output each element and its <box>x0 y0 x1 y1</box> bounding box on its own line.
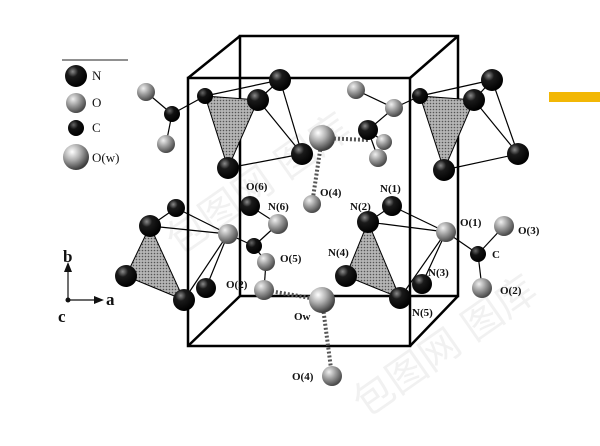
legend-label-o: O <box>92 95 101 110</box>
n-atom <box>382 196 402 216</box>
water-oxygen-atom <box>309 125 335 151</box>
n-atom <box>291 143 313 165</box>
label-ow: Ow <box>294 311 311 323</box>
c-atom <box>412 88 428 104</box>
label-o2-left: O(2) <box>226 279 248 291</box>
legend: N O C O(w) <box>62 59 128 170</box>
o-atom <box>157 135 175 153</box>
o-atom <box>254 280 274 300</box>
n-atom <box>196 278 216 298</box>
c-atom <box>197 88 213 104</box>
n-atom <box>481 69 503 91</box>
c-atom <box>246 238 262 254</box>
n-atom <box>463 89 485 111</box>
polyhedra <box>125 95 475 301</box>
polyhedron-top-left <box>204 95 259 170</box>
o-atom-icon <box>66 93 86 113</box>
axes-indicator <box>64 262 104 304</box>
polyhedron-bottom-center <box>345 220 401 299</box>
n-atom <box>507 143 529 165</box>
water-oxygen-atom <box>309 287 335 313</box>
n-atom <box>412 274 432 294</box>
unit-cell-edge-tl <box>187 35 241 79</box>
label-n4: N(4) <box>328 247 349 259</box>
n-atom <box>240 196 260 216</box>
o-atom <box>376 134 392 150</box>
unit-cell-edge-tr <box>409 35 459 79</box>
polyhedron-top-right <box>419 95 475 172</box>
o-atom <box>494 216 514 236</box>
n-atom-icon <box>65 65 87 87</box>
label-n1: N(1) <box>380 183 401 195</box>
b-axis-arrow-icon <box>64 262 72 272</box>
o-atom <box>347 81 365 99</box>
label-n3: N(3) <box>428 267 449 279</box>
legend-item-ow: O(w) <box>63 144 119 170</box>
label-o3: O(3) <box>518 225 540 237</box>
legend-item-n: N <box>65 65 102 87</box>
n-atom <box>358 120 378 140</box>
legend-item-c: C <box>68 120 101 136</box>
legend-label-n: N <box>92 68 102 83</box>
atoms <box>115 69 529 386</box>
legend-item-o: O <box>66 93 101 113</box>
axis-label-b: b <box>63 247 72 266</box>
n-atom <box>269 69 291 91</box>
n-atom <box>247 89 269 111</box>
c-atom <box>470 246 486 262</box>
unit-cell <box>186 34 460 348</box>
o-atom <box>436 222 456 242</box>
legend-label-ow: O(w) <box>92 150 119 165</box>
n-atom <box>167 199 185 217</box>
n-atom <box>335 265 357 287</box>
accent-bar <box>549 92 600 102</box>
label-o2-right: O(2) <box>500 285 522 297</box>
label-n5: N(5) <box>412 307 433 319</box>
n-atom <box>433 159 455 181</box>
polyhedron-bottom-left <box>125 224 185 301</box>
c-axis-dot-icon <box>65 297 71 303</box>
n-atom <box>139 215 161 237</box>
o-atom <box>303 195 321 213</box>
unit-cell-edge-br <box>409 295 459 347</box>
n-atom <box>357 211 379 233</box>
water-oxygen-icon <box>63 144 89 170</box>
o-atom <box>268 214 288 234</box>
axis-label-c: c <box>58 307 66 326</box>
o-atom <box>369 149 387 167</box>
label-o5: O(5) <box>280 253 302 265</box>
label-n6: N(6) <box>268 201 289 213</box>
label-o1: O(1) <box>460 217 482 229</box>
n-atom <box>389 287 411 309</box>
o-atom <box>322 366 342 386</box>
o-atom <box>385 99 403 117</box>
c-atom <box>164 106 180 122</box>
axis-label-a: a <box>106 290 115 309</box>
n-atom <box>115 265 137 287</box>
n-atom <box>217 157 239 179</box>
label-o6: O(6) <box>246 181 268 193</box>
a-axis-arrow-icon <box>94 296 104 304</box>
label-c: C <box>492 249 500 261</box>
label-n2: N(2) <box>350 201 371 213</box>
c-atom-icon <box>68 120 84 136</box>
o-atom <box>137 83 155 101</box>
legend-label-c: C <box>92 120 101 135</box>
o-atom <box>257 253 275 271</box>
o-atom <box>218 224 238 244</box>
n-atom <box>173 289 195 311</box>
atom-labels: O(6) N(6) O(4) N(1) N(2) O(1) O(3) C O(5… <box>226 181 540 383</box>
unit-cell-edge-bl <box>187 295 241 347</box>
o-atom <box>472 278 492 298</box>
label-o4-bottom: O(4) <box>292 371 314 383</box>
label-o4-top: O(4) <box>320 187 342 199</box>
h-bond-1 <box>310 137 324 205</box>
